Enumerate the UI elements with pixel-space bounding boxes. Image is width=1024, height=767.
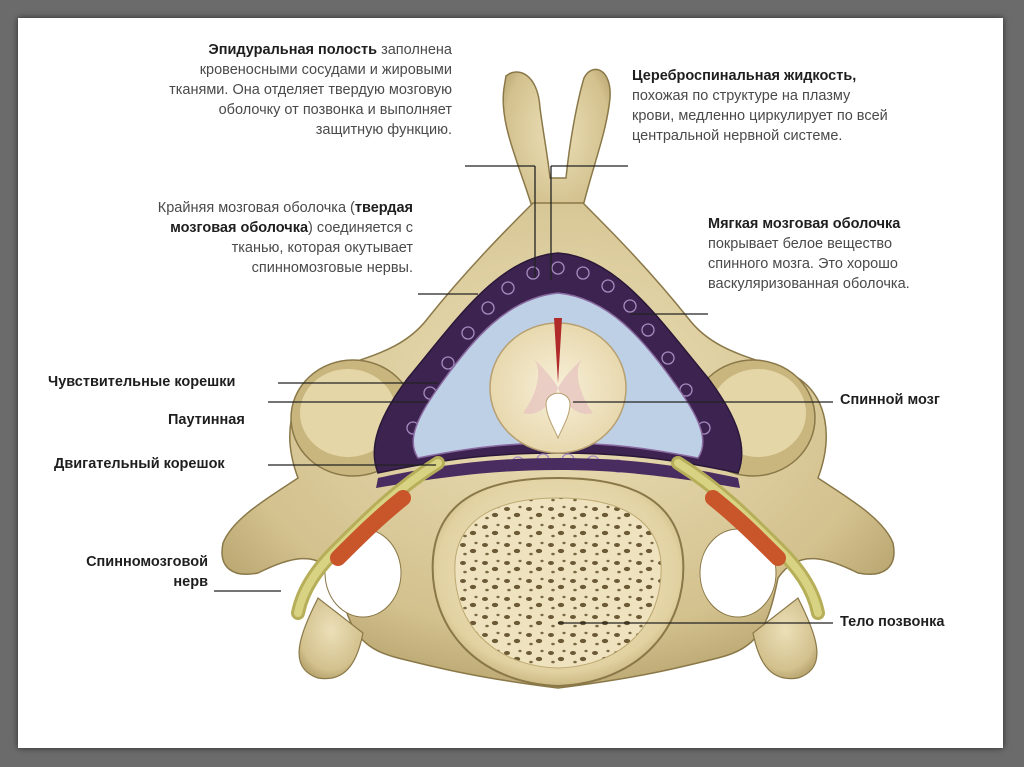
pia-line3: спинного мозга. Это хорошо xyxy=(708,256,898,272)
dura-line2a: мозговая оболочка xyxy=(170,220,309,236)
label-motor-root: Двигательный корешок xyxy=(54,456,225,472)
epidural-line1: заполнена xyxy=(377,42,452,58)
label-csf: Цереброспинальная жидкость, похожая по с… xyxy=(632,66,962,146)
label-epidural: Эпидуральная полость заполнена кровеносн… xyxy=(104,40,452,140)
label-sensory-roots: Чувствительные корешки xyxy=(48,374,236,390)
label-spinal-nerve: Спинномозговой нерв xyxy=(48,552,208,592)
dura-line4: спинномозговые нервы. xyxy=(251,260,413,276)
epidural-line5: защитную функцию. xyxy=(315,122,452,138)
label-pia: Мягкая мозговая оболочка покрывает белое… xyxy=(708,214,998,294)
spinal-nerve-line2: нерв xyxy=(173,574,208,590)
dura-line1b: твердая xyxy=(354,200,413,216)
dura-line3: тканью, которая окутывает xyxy=(231,240,413,256)
dura-line2b: ) соединяется с xyxy=(308,220,413,236)
slide: Эпидуральная полость заполнена кровеносн… xyxy=(18,18,1003,748)
pia-line2: покрывает белое вещество xyxy=(708,236,893,252)
epidural-line4: оболочку от позвонка и выполняет xyxy=(218,102,452,118)
csf-line3: крови, медленно циркулирует по всей xyxy=(632,108,888,124)
label-arachnoid: Паутинная xyxy=(168,412,245,428)
epidural-line2: кровеносными сосудами и жировыми xyxy=(199,62,452,78)
label-vertebra-body: Тело позвонка xyxy=(840,614,945,630)
pia-line4: васкуляризованная оболочка. xyxy=(708,276,910,292)
epidural-title: Эпидуральная полость xyxy=(208,42,378,58)
csf-line4: центральной нервной системе. xyxy=(632,128,843,144)
vertebra-illustration xyxy=(214,68,895,689)
label-dura: Крайняя мозговая оболочка (твердая мозго… xyxy=(78,198,413,278)
csf-line2: похожая по структуре на плазму xyxy=(632,88,851,104)
pia-title: Мягкая мозговая оболочка xyxy=(708,216,901,232)
csf-title: Цереброспинальная жидкость, xyxy=(632,68,857,84)
epidural-line3: тканями. Она отделяет твердую мозговую xyxy=(169,82,452,98)
spinal-nerve-line1: Спинномозговой xyxy=(86,554,208,570)
label-spinal-cord: Спинной мозг xyxy=(840,392,940,408)
dura-line1a: Крайняя мозговая оболочка ( xyxy=(157,200,355,216)
